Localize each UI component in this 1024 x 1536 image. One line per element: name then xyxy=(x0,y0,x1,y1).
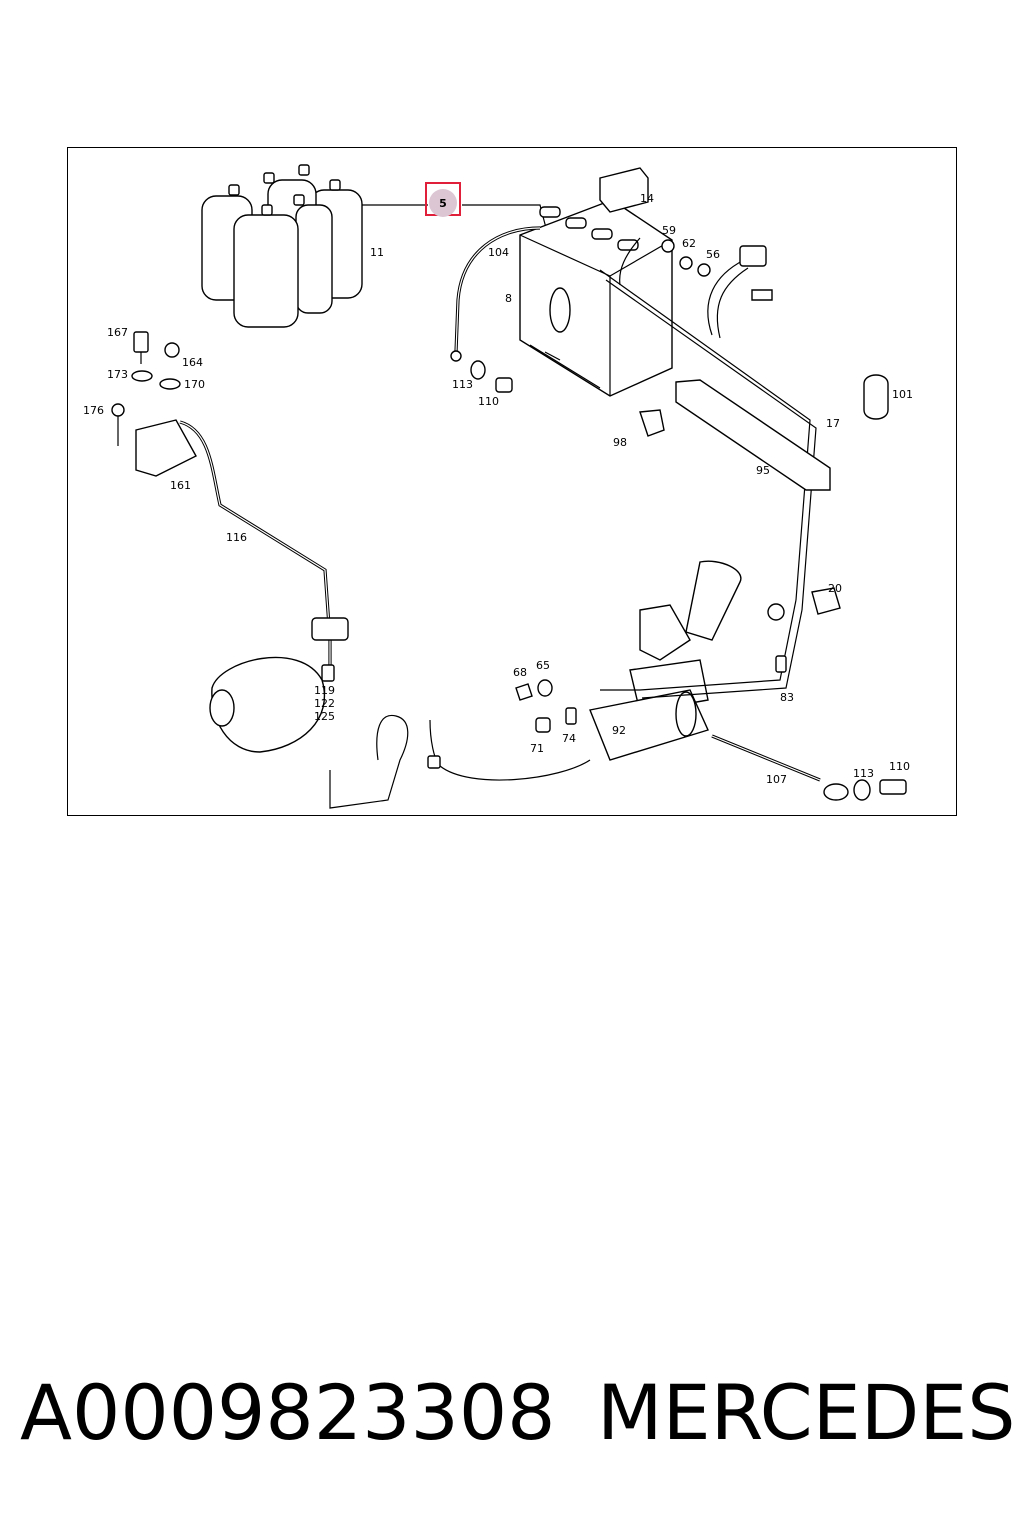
label-173: 173 xyxy=(107,368,128,381)
bracket-14 xyxy=(599,167,649,213)
label-74: 74 xyxy=(562,732,576,745)
label-62: 62 xyxy=(682,237,696,250)
label-92: 92 xyxy=(612,724,626,737)
label-164: 164 xyxy=(182,356,203,369)
label-5: 5 xyxy=(439,197,447,210)
rail-95 xyxy=(675,379,831,491)
label-104: 104 xyxy=(488,246,509,259)
label-17: 17 xyxy=(826,417,840,430)
label-110b: 110 xyxy=(889,760,910,773)
label-59: 59 xyxy=(662,224,676,237)
brand-name: MERCEDES xyxy=(597,1368,1016,1457)
label-170: 170 xyxy=(184,378,205,391)
label-125: 125 xyxy=(314,710,335,723)
label-65: 65 xyxy=(536,659,550,672)
alternator xyxy=(209,656,326,753)
label-11: 11 xyxy=(370,246,384,259)
part-number: A0009823308 xyxy=(20,1368,556,1457)
label-176: 176 xyxy=(83,404,104,417)
label-161: 161 xyxy=(170,479,191,492)
battery xyxy=(519,199,673,397)
label-56: 56 xyxy=(706,248,720,261)
caption: A0009823308 MERCEDES xyxy=(0,1368,1024,1478)
label-113a: 113 xyxy=(452,378,473,391)
label-122: 122 xyxy=(314,697,335,710)
highlight-marker xyxy=(429,189,457,217)
label-20: 20 xyxy=(828,582,842,595)
label-14: 14 xyxy=(640,192,654,205)
label-113b: 113 xyxy=(853,767,874,780)
label-68: 68 xyxy=(513,666,527,679)
label-83: 83 xyxy=(780,691,794,704)
battery-cells xyxy=(201,164,363,328)
label-110a: 110 xyxy=(478,395,499,408)
label-98: 98 xyxy=(613,436,627,449)
label-95: 95 xyxy=(756,464,770,477)
label-116: 116 xyxy=(226,531,247,544)
starter xyxy=(589,560,742,761)
label-8: 8 xyxy=(505,292,512,305)
label-101: 101 xyxy=(892,388,913,401)
label-107: 107 xyxy=(766,773,787,786)
fuse-box xyxy=(111,331,197,477)
label-71: 71 xyxy=(530,742,544,755)
label-119: 119 xyxy=(314,684,335,697)
label-167: 167 xyxy=(107,326,128,339)
